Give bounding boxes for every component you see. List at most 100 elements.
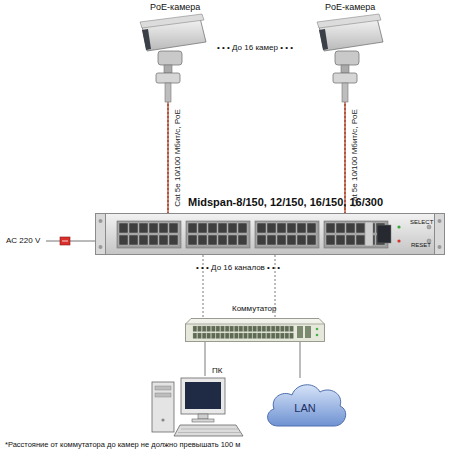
rect-shape xyxy=(188,223,197,233)
rect-shape xyxy=(221,326,225,332)
rect-shape xyxy=(208,223,217,233)
rect-shape xyxy=(221,333,225,339)
rect-shape xyxy=(257,333,261,339)
rect-shape xyxy=(239,326,243,332)
rect-shape xyxy=(234,333,238,339)
rect-shape xyxy=(193,333,197,339)
pc-label: ПК xyxy=(212,366,222,375)
rect-shape xyxy=(188,235,197,245)
switch-illustration xyxy=(185,318,325,342)
polygon-shape xyxy=(317,14,381,28)
cable-label: Cat 5e 10/100 Мбит/с, PoE xyxy=(174,109,182,207)
rect-shape xyxy=(253,326,257,332)
rect-shape xyxy=(305,326,311,338)
rect-shape xyxy=(169,235,178,245)
rect-shape xyxy=(244,326,248,332)
camera-label: PoE-камера xyxy=(325,2,375,12)
rect-shape xyxy=(248,326,252,332)
rect-shape xyxy=(230,333,234,339)
circle-shape xyxy=(99,219,103,223)
rect-shape xyxy=(262,326,266,332)
power-plug xyxy=(60,237,70,245)
lan-label: LAN xyxy=(262,402,348,415)
rect-shape xyxy=(198,235,207,245)
rect-shape xyxy=(165,83,171,102)
midspan-illustration xyxy=(95,213,445,255)
rect-shape xyxy=(257,223,266,233)
rect-shape xyxy=(181,378,225,414)
camera-illustration xyxy=(138,16,222,102)
rect-shape xyxy=(297,235,306,245)
channel-count-note: • • • До 16 каналов • • • xyxy=(183,263,293,272)
rect-shape xyxy=(365,222,373,246)
rect-shape xyxy=(198,333,202,339)
rect-shape xyxy=(164,65,172,73)
cable-label: Cat 5e 10/100 Мбит/с, PoE xyxy=(351,109,359,207)
rect-shape xyxy=(185,382,221,409)
rect-shape xyxy=(277,235,286,245)
rect-shape xyxy=(356,235,365,245)
rect-shape xyxy=(307,235,316,245)
camera-node: PoE-камера xyxy=(315,16,399,102)
rect-shape xyxy=(280,333,284,339)
rect-shape xyxy=(238,223,247,233)
rect-shape xyxy=(244,333,248,339)
line-shape xyxy=(181,429,238,430)
rect-shape xyxy=(186,324,325,342)
polygon-shape xyxy=(174,425,243,436)
cable-stripe xyxy=(168,102,169,213)
rect-shape xyxy=(193,326,197,332)
rect-shape xyxy=(158,51,182,65)
rect-shape xyxy=(262,333,266,339)
pc-node: ПК xyxy=(150,376,245,440)
power-label: AC 220 V xyxy=(6,236,40,245)
rect-shape xyxy=(267,326,271,332)
rect-shape xyxy=(255,221,319,248)
circle-shape xyxy=(397,225,400,228)
button-label: RESET xyxy=(411,242,431,249)
circle-shape xyxy=(427,225,431,229)
rect-shape xyxy=(297,326,303,338)
rect-shape xyxy=(207,333,211,339)
rect-shape xyxy=(257,326,261,332)
rect-shape xyxy=(277,223,286,233)
rect-shape xyxy=(152,382,174,432)
rect-shape xyxy=(287,223,296,233)
circle-shape xyxy=(99,245,103,249)
rect-shape xyxy=(202,326,206,332)
rect-shape xyxy=(435,214,445,255)
rect-shape xyxy=(129,223,138,233)
rect-shape xyxy=(239,333,243,339)
rect-shape xyxy=(336,223,345,233)
rect-shape xyxy=(230,326,234,332)
rect-shape xyxy=(129,235,138,245)
rect-shape xyxy=(267,223,276,233)
circle-shape xyxy=(316,328,319,331)
rect-shape xyxy=(285,326,289,332)
rect-shape xyxy=(346,235,355,245)
circle-shape xyxy=(316,334,319,337)
rect-shape xyxy=(234,326,238,332)
camera-node: PoE-камера xyxy=(138,16,222,102)
footnote: *Расстояние от коммутатора до камер не д… xyxy=(5,441,240,450)
rect-shape xyxy=(218,235,227,245)
button-label: SELECT xyxy=(410,219,433,226)
rect-shape xyxy=(307,223,316,233)
poe-cable xyxy=(167,102,169,213)
rect-shape xyxy=(159,223,168,233)
polygon-shape xyxy=(186,319,325,342)
rect-shape xyxy=(159,235,168,245)
line-shape xyxy=(178,432,240,433)
power-cord xyxy=(46,241,95,242)
polygon-shape xyxy=(140,14,204,28)
rect-shape xyxy=(267,235,276,245)
rect-shape xyxy=(342,83,348,102)
rect-shape xyxy=(202,333,206,339)
rect-shape xyxy=(336,235,345,245)
rect-shape xyxy=(271,333,275,339)
network-link xyxy=(300,342,301,378)
rect-shape xyxy=(156,73,180,83)
rect-shape xyxy=(280,326,284,332)
rect-shape xyxy=(96,214,445,255)
